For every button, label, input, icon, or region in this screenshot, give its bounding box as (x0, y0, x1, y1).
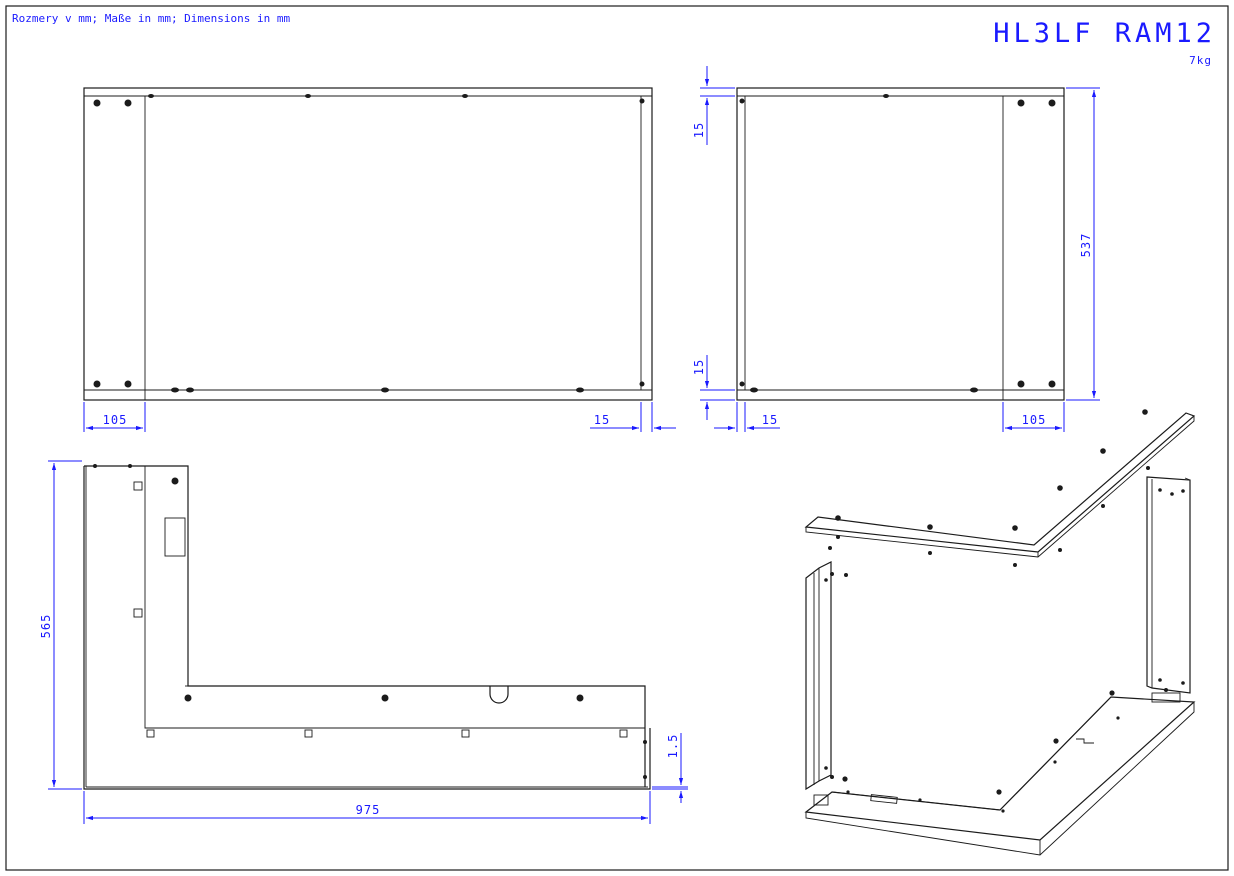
dim-side-left-gap: 15 (762, 413, 778, 427)
drawing-title: HL3LF RAM12 (993, 18, 1216, 49)
units-note: Rozmery v mm; Maße in mm; Dimensions in … (12, 12, 291, 25)
dim-side-right-width: 105 (1022, 413, 1047, 427)
dim-plan-height: 565 (39, 614, 53, 639)
plan-view (48, 460, 688, 824)
side-view (700, 66, 1100, 432)
dim-side-bottom-gap: 15 (692, 359, 706, 375)
dim-side-top-gap: 15 (692, 122, 706, 138)
dim-front-left-width: 105 (103, 413, 128, 427)
dim-plan-width: 975 (356, 803, 381, 817)
dim-plan-thickness: 1.5 (666, 734, 680, 759)
weight-label: 7kg (1189, 54, 1212, 67)
front-view (83, 87, 676, 432)
sheet-border (5, 5, 1229, 871)
dim-front-right-gap: 15 (594, 413, 610, 427)
isometric-view (804, 409, 1196, 856)
dim-side-height: 537 (1079, 233, 1093, 258)
